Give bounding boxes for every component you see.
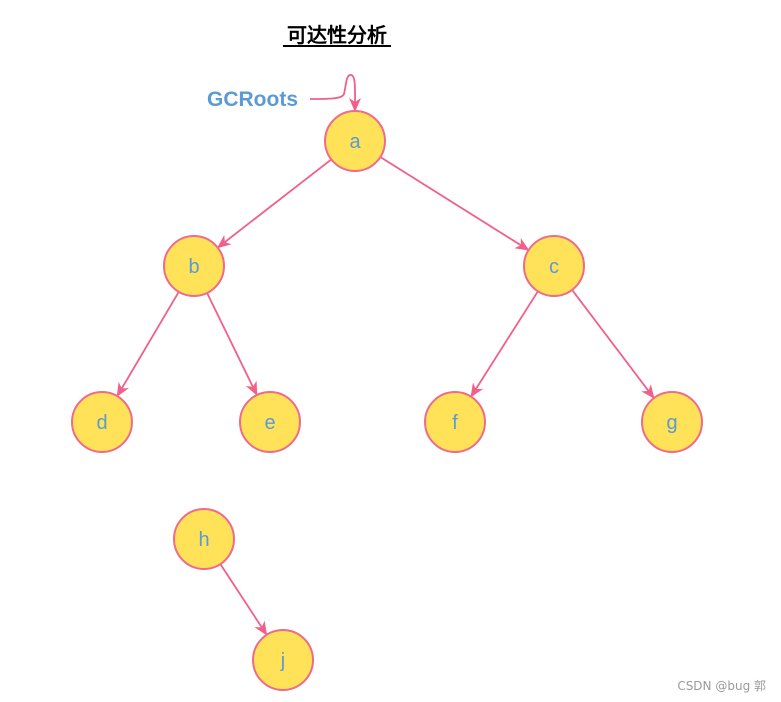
edges-group	[116, 156, 655, 636]
node-circle-c	[523, 235, 585, 297]
node-circle-h	[173, 508, 235, 570]
node-label-c: c	[549, 256, 559, 278]
node-circle-a	[324, 110, 386, 172]
node-circle-g	[641, 391, 703, 453]
watermark: CSDN @bug 郭	[677, 679, 766, 693]
node-e: e	[239, 391, 301, 453]
node-circle-b	[163, 235, 225, 297]
edge-b-e	[206, 292, 258, 396]
node-a: a	[324, 110, 386, 172]
node-label-g: g	[666, 412, 677, 434]
edge-h-j	[219, 563, 268, 636]
node-label-b: b	[188, 256, 199, 278]
node-d: d	[71, 391, 133, 453]
nodes-group: a b c d e f g h j	[71, 110, 703, 691]
node-c: c	[523, 235, 585, 297]
edge-b-d	[116, 291, 180, 398]
node-label-d: d	[96, 412, 107, 434]
node-f: f	[424, 391, 486, 453]
node-circle-j	[252, 629, 314, 691]
node-b: b	[163, 235, 225, 297]
edge-c-g	[571, 289, 655, 399]
node-label-a: a	[349, 131, 361, 153]
node-label-h: h	[198, 529, 209, 551]
node-h: h	[173, 508, 235, 570]
diagram-title: 可达性分析	[287, 23, 387, 47]
gc-roots-label: GCRoots	[207, 88, 298, 111]
edge-c-f	[470, 290, 539, 398]
node-label-e: e	[264, 412, 275, 434]
gc-roots-arrow	[309, 74, 362, 112]
edge-a-c	[379, 156, 530, 251]
node-circle-d	[71, 391, 133, 453]
node-label-f: f	[452, 412, 458, 434]
edge-a-b	[216, 158, 332, 249]
node-label-j: j	[280, 650, 285, 672]
node-circle-e	[239, 391, 301, 453]
node-g: g	[641, 391, 703, 453]
node-j: j	[252, 629, 314, 691]
node-circle-f	[424, 391, 486, 453]
